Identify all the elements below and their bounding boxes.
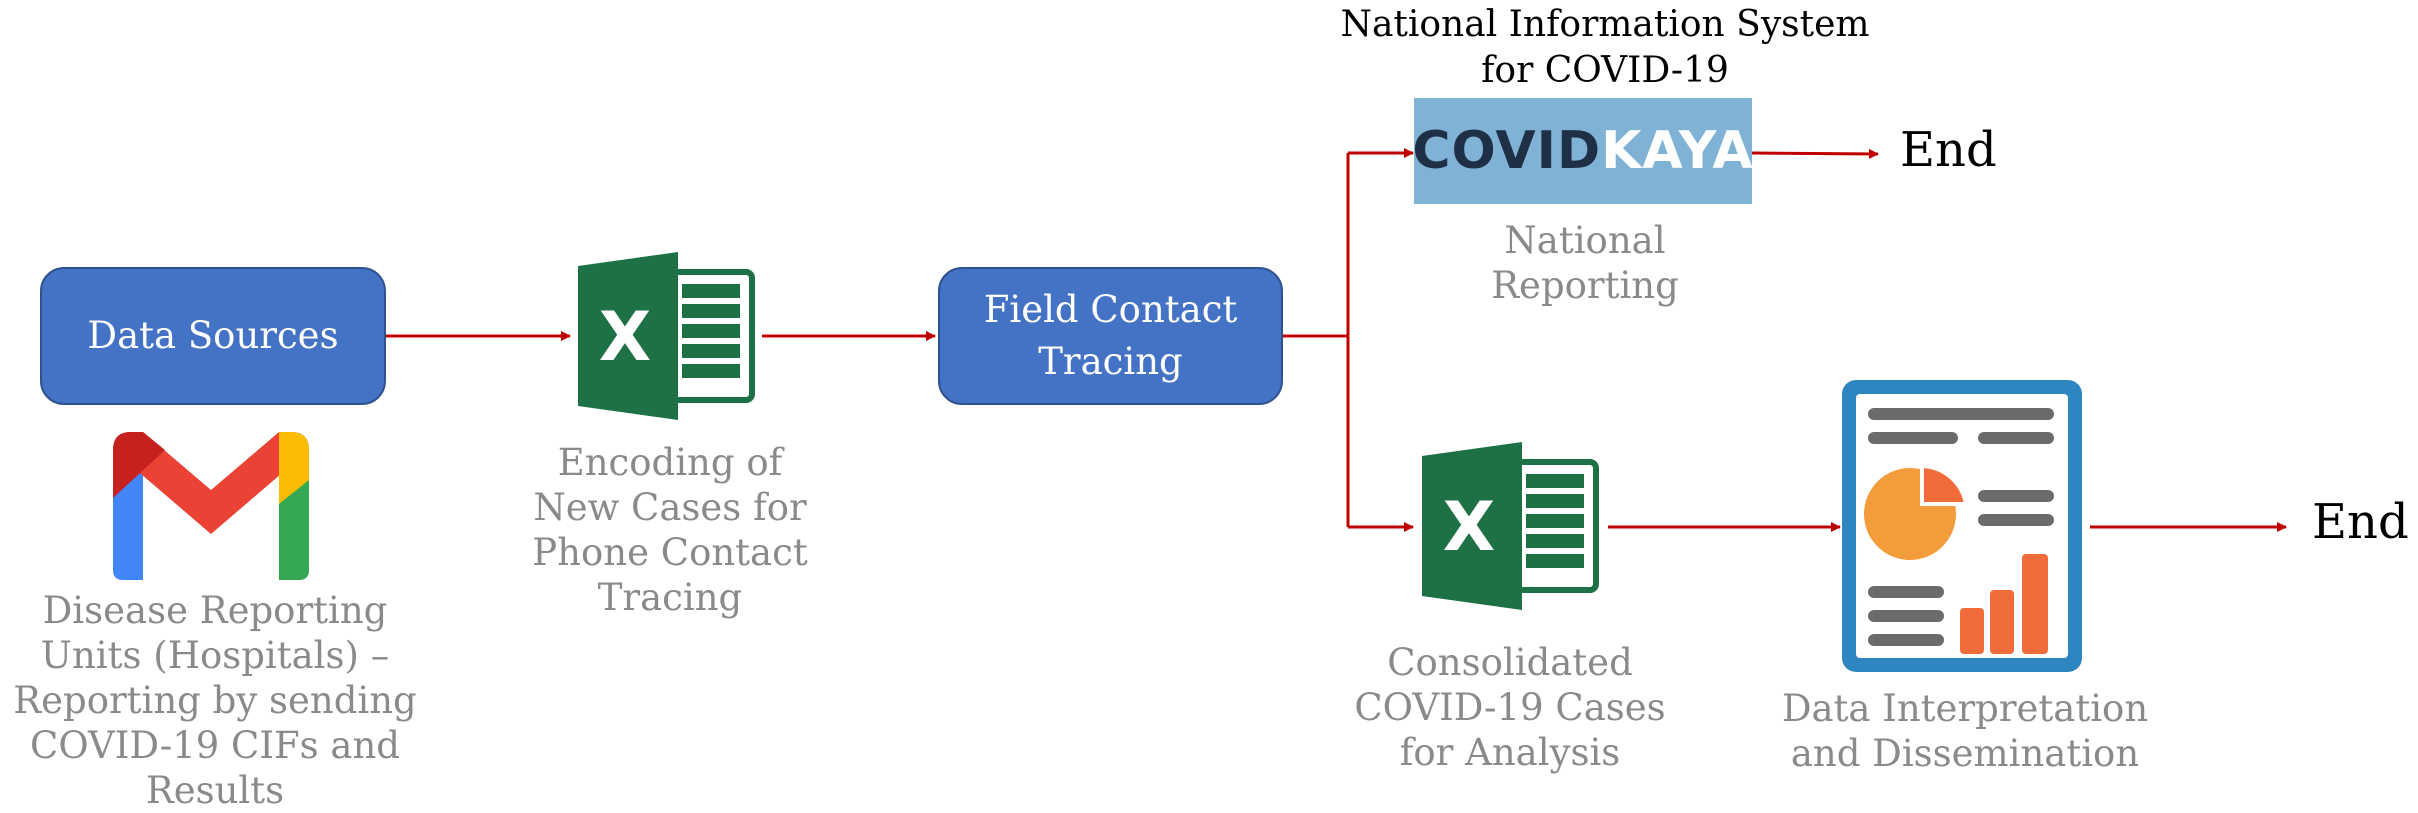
national-reporting-caption: National Reporting <box>1491 219 1679 307</box>
covidkaya-logo-part2: KAYA <box>1601 121 1754 181</box>
field-contact-tracing-node: Field Contact Tracing <box>938 267 1283 405</box>
excel-letter: X <box>599 298 651 377</box>
arrow-covidkaya-to-end <box>1751 148 1879 159</box>
data-sources-label: Data Sources <box>87 314 339 357</box>
reporting-units-caption: Disease Reporting Units (Hospitals) – Re… <box>13 589 417 812</box>
data-sources-node: Data Sources <box>40 267 386 405</box>
interpretation-caption: Data Interpretation and Dissemination <box>1781 687 2149 775</box>
excel-icon-consolidated: X <box>1422 442 1600 610</box>
end-top: End <box>1900 122 1997 178</box>
field-contact-tracing-label: Field Contact Tracing <box>983 288 1238 383</box>
gmail-icon <box>113 432 309 580</box>
excel-letter: X <box>1443 488 1495 567</box>
encoding-caption: Encoding of New Cases for Phone Contact … <box>532 441 808 619</box>
end-bottom: End <box>2312 494 2409 550</box>
consolidated-caption: Consolidated COVID-19 Cases for Analysis <box>1354 641 1666 774</box>
excel-icon-encoding: X <box>578 252 756 420</box>
covidkaya-logo-part1: COVID <box>1412 121 1602 181</box>
report-document-icon <box>1842 380 2082 672</box>
national-system-title: National Information System for COVID-19 <box>1340 4 1870 91</box>
